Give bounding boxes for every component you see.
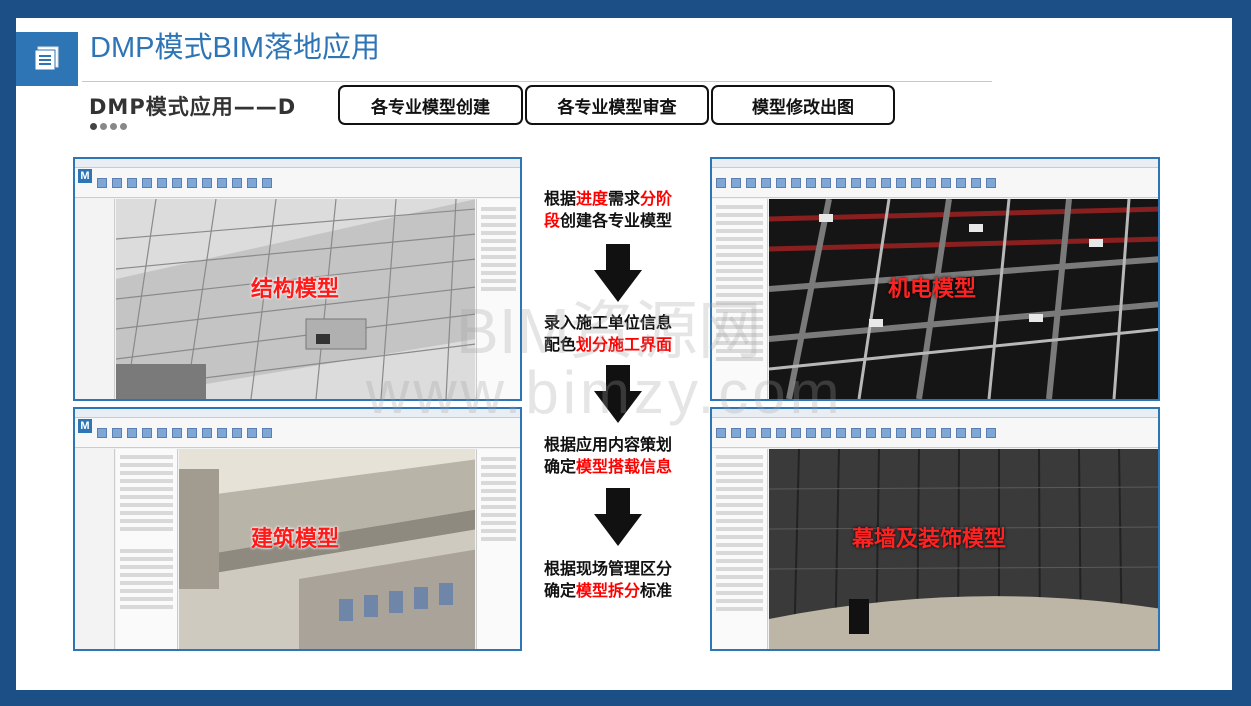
title-divider — [82, 81, 992, 82]
structure-model-label: 结构模型 — [251, 277, 340, 302]
ribbon-toolbar[interactable] — [712, 418, 1158, 448]
flow-text: 配色 — [544, 335, 577, 354]
dot — [120, 123, 127, 130]
architecture-model-panel: M 建筑模型 — [73, 407, 522, 651]
structure-viewport[interactable] — [116, 199, 475, 399]
flow-text: 创建各专业模型 — [560, 211, 673, 230]
structure-model-panel: M 结构模型 — [73, 157, 522, 401]
architecture-viewport[interactable] — [179, 449, 475, 649]
down-arrow-icon — [594, 244, 642, 302]
slide-title: DMP模式BIM落地应用 — [90, 32, 381, 64]
flow-text: 确定 — [544, 581, 577, 600]
flow-step-2: 录入施工单位信息 配色划分施工界面 — [544, 312, 672, 356]
down-arrow-icon — [594, 488, 642, 546]
architecture-model-label: 建筑模型 — [251, 527, 340, 552]
flow-highlight: 模型搭载信息 — [576, 457, 673, 476]
flow-text: 根据现场管理区分 — [544, 559, 673, 578]
tool-sidebar[interactable] — [75, 199, 115, 399]
slide: DMP模式BIM落地应用 DMP模式应用——D 各专业模型创建 各专业模型审查 … — [16, 18, 1232, 690]
window-titlebar — [75, 409, 520, 418]
app-logo-icon: M — [78, 419, 92, 433]
down-arrow-icon — [594, 365, 642, 423]
flow-text: 确定 — [544, 457, 577, 476]
project-browser[interactable] — [116, 449, 178, 649]
properties-sidebar[interactable] — [476, 199, 520, 399]
flow-highlight: 分阶 — [640, 189, 673, 208]
dot — [90, 123, 97, 130]
curtain-wall-viewport[interactable] — [769, 449, 1158, 649]
flow-highlight: 划分施工界面 — [576, 335, 673, 354]
flow-highlight: 段 — [544, 211, 561, 230]
flow-step-4: 根据现场管理区分 确定模型拆分标准 — [544, 558, 672, 602]
window-titlebar — [712, 409, 1158, 418]
window-titlebar — [712, 159, 1158, 168]
tab-model-revision[interactable]: 模型修改出图 — [711, 85, 895, 125]
document-stack-icon — [16, 32, 78, 86]
flow-text: 根据应用内容策划 — [544, 435, 673, 454]
flow-highlight: 进度 — [576, 189, 609, 208]
ribbon-toolbar[interactable] — [75, 168, 520, 198]
tool-sidebar[interactable] — [75, 449, 115, 649]
progress-dots — [90, 123, 127, 130]
properties-sidebar[interactable] — [476, 449, 520, 649]
window-titlebar — [75, 159, 520, 168]
mep-model-panel: 机电模型 — [710, 157, 1160, 401]
mep-viewport[interactable] — [769, 199, 1158, 399]
mep-model-label: 机电模型 — [888, 277, 977, 302]
curtain-wall-model-label: 幕墙及装饰模型 — [852, 527, 1007, 552]
app-logo-icon: M — [78, 169, 92, 183]
flow-step-1: 根据进度需求分阶 段创建各专业模型 — [544, 188, 672, 232]
flow-text: 录入施工单位信息 — [544, 313, 673, 332]
dot — [110, 123, 117, 130]
flow-text: 根据 — [544, 189, 577, 208]
section-subtitle: DMP模式应用——D — [89, 95, 297, 119]
tab-bar: 各专业模型创建 各专业模型审查 模型修改出图 — [338, 85, 895, 125]
tab-model-creation[interactable]: 各专业模型创建 — [338, 85, 523, 125]
ribbon-toolbar[interactable] — [712, 168, 1158, 198]
flow-text: 需求 — [608, 189, 641, 208]
curtain-wall-model-panel: 幕墙及装饰模型 — [710, 407, 1160, 651]
flow-highlight: 模型拆分 — [576, 581, 641, 600]
tab-model-review[interactable]: 各专业模型审查 — [525, 85, 709, 125]
flow-step-3: 根据应用内容策划 确定模型搭载信息 — [544, 434, 672, 478]
flow-text: 标准 — [640, 581, 673, 600]
properties-palette[interactable] — [712, 449, 768, 649]
properties-palette[interactable] — [712, 199, 768, 399]
ribbon-toolbar[interactable] — [75, 418, 520, 448]
dot — [100, 123, 107, 130]
